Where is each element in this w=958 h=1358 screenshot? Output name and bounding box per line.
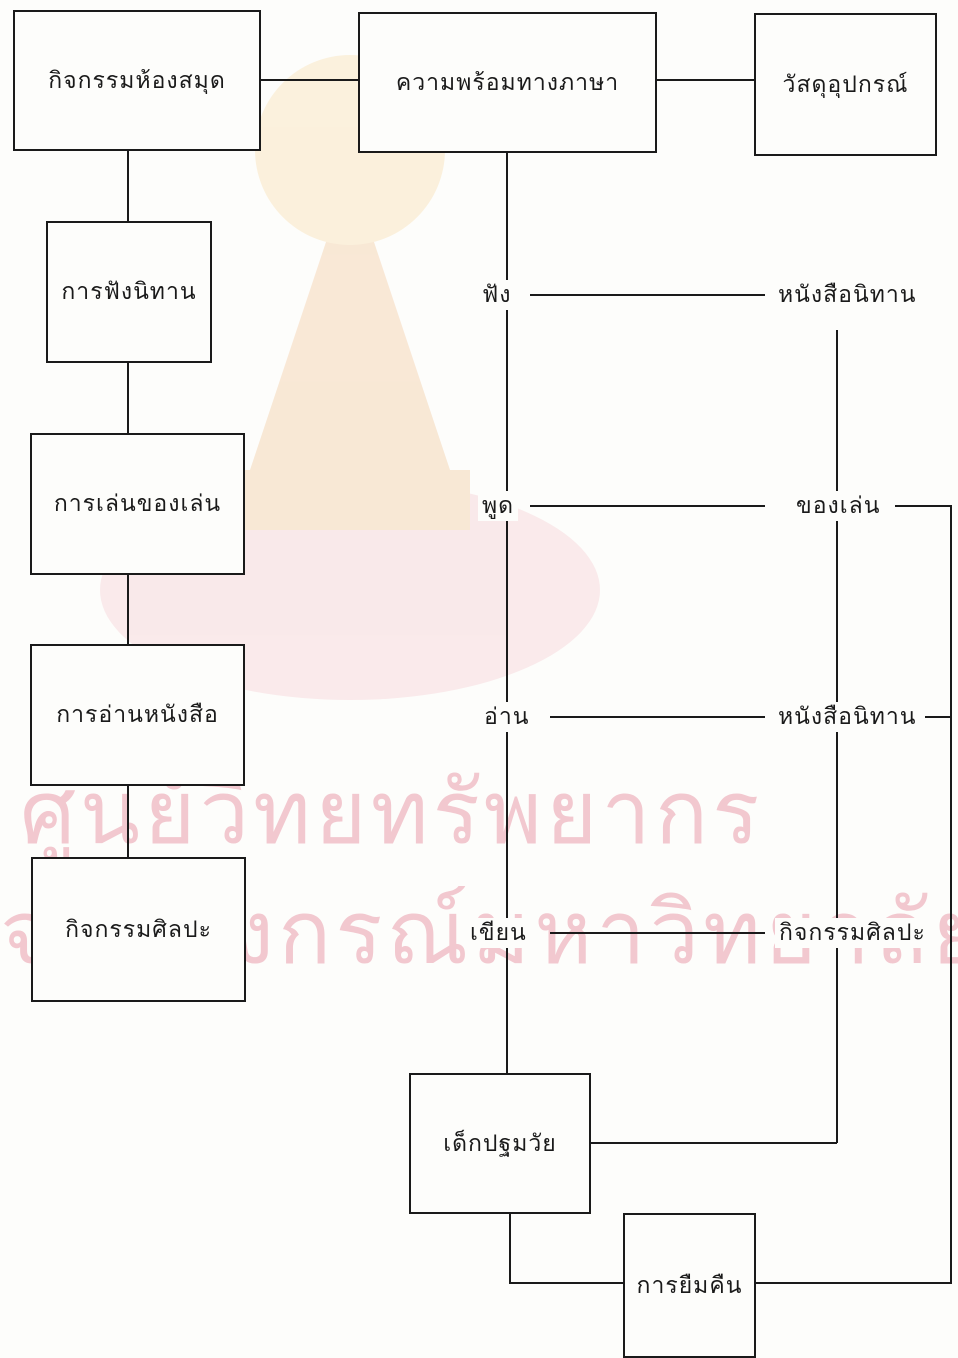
- preschool-children-box: เด็กปฐมวัย: [409, 1073, 591, 1214]
- material-story-books-2: หนังสือนิทาน: [774, 702, 921, 732]
- material-story-books-1: หนังสือนิทาน: [774, 280, 921, 310]
- skill-listen: ฟัง: [478, 280, 516, 310]
- material-toys: ของเล่น: [792, 491, 885, 521]
- skill-speak: พูด: [478, 491, 519, 521]
- language-readiness-box: ความพร้อมทางภาษา: [358, 12, 657, 153]
- library-activities-box: กิจกรรมห้องสมุด: [13, 10, 261, 151]
- material-art-activities: กิจกรรมศิลปะ: [775, 918, 930, 948]
- materials-box: วัสดุอุปกรณ์: [754, 13, 937, 156]
- borrow-return-box: การยืมคืน: [623, 1213, 756, 1358]
- playing-toys-box: การเล่นของเล่น: [30, 433, 245, 575]
- listening-story-box: การฟังนิทาน: [46, 221, 212, 363]
- skill-read: อ่าน: [480, 702, 534, 732]
- art-activities-box: กิจกรรมศิลปะ: [31, 857, 246, 1002]
- reading-books-box: การอ่านหนังสือ: [30, 644, 245, 786]
- skill-write: เขียน: [466, 918, 531, 948]
